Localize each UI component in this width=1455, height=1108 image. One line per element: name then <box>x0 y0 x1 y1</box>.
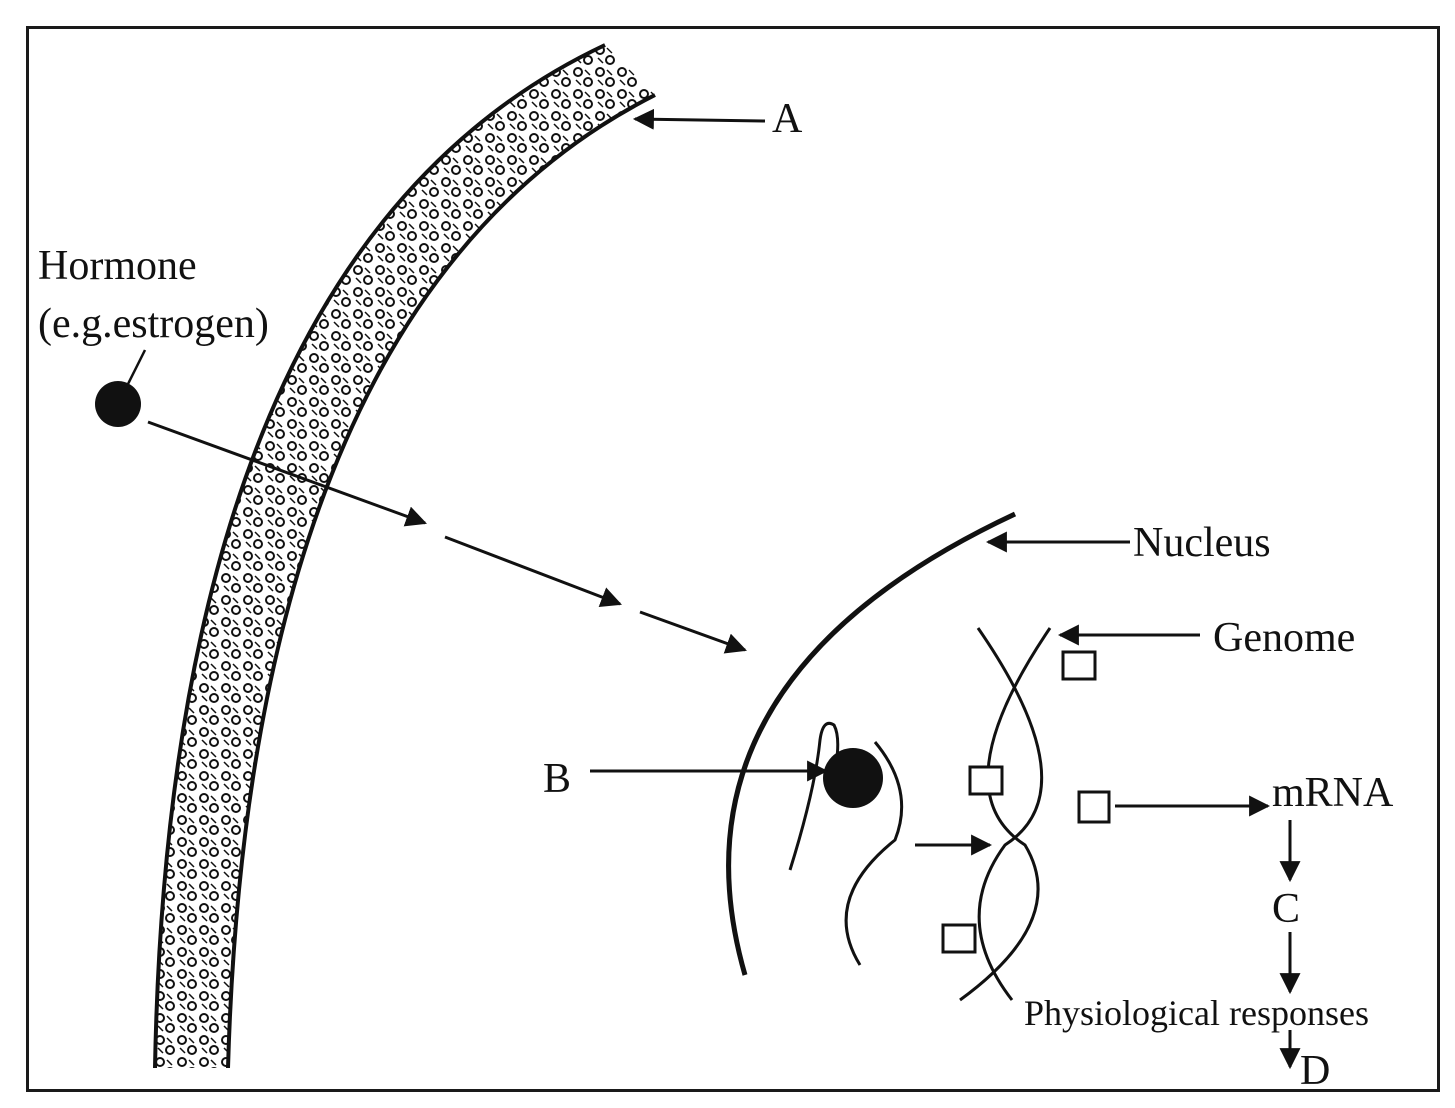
receptor-complex <box>788 721 904 966</box>
label-nucleus: Nucleus <box>1133 520 1271 566</box>
label-a: A <box>772 96 803 142</box>
label-genome: Genome <box>1213 615 1356 661</box>
label-d: D <box>1300 1048 1331 1094</box>
label-c: C <box>1272 886 1301 932</box>
bound-hormone <box>823 748 883 808</box>
gene-boxes <box>941 650 1111 954</box>
hormone-molecule <box>95 381 141 427</box>
label-hormone: Hormone <box>38 243 197 289</box>
label-mrna: mRNA <box>1272 770 1394 816</box>
nuclear-envelope <box>726 511 1017 976</box>
label-b: B <box>543 756 572 802</box>
diagram-frame <box>26 26 1440 1092</box>
label-physiological-responses: Physiological responses <box>1024 993 1369 1033</box>
arrow-a <box>632 108 766 130</box>
dna-helix <box>959 627 1052 1002</box>
hormone-path <box>147 420 747 654</box>
label-hormone-example: (e.g.estrogen) <box>38 301 269 347</box>
